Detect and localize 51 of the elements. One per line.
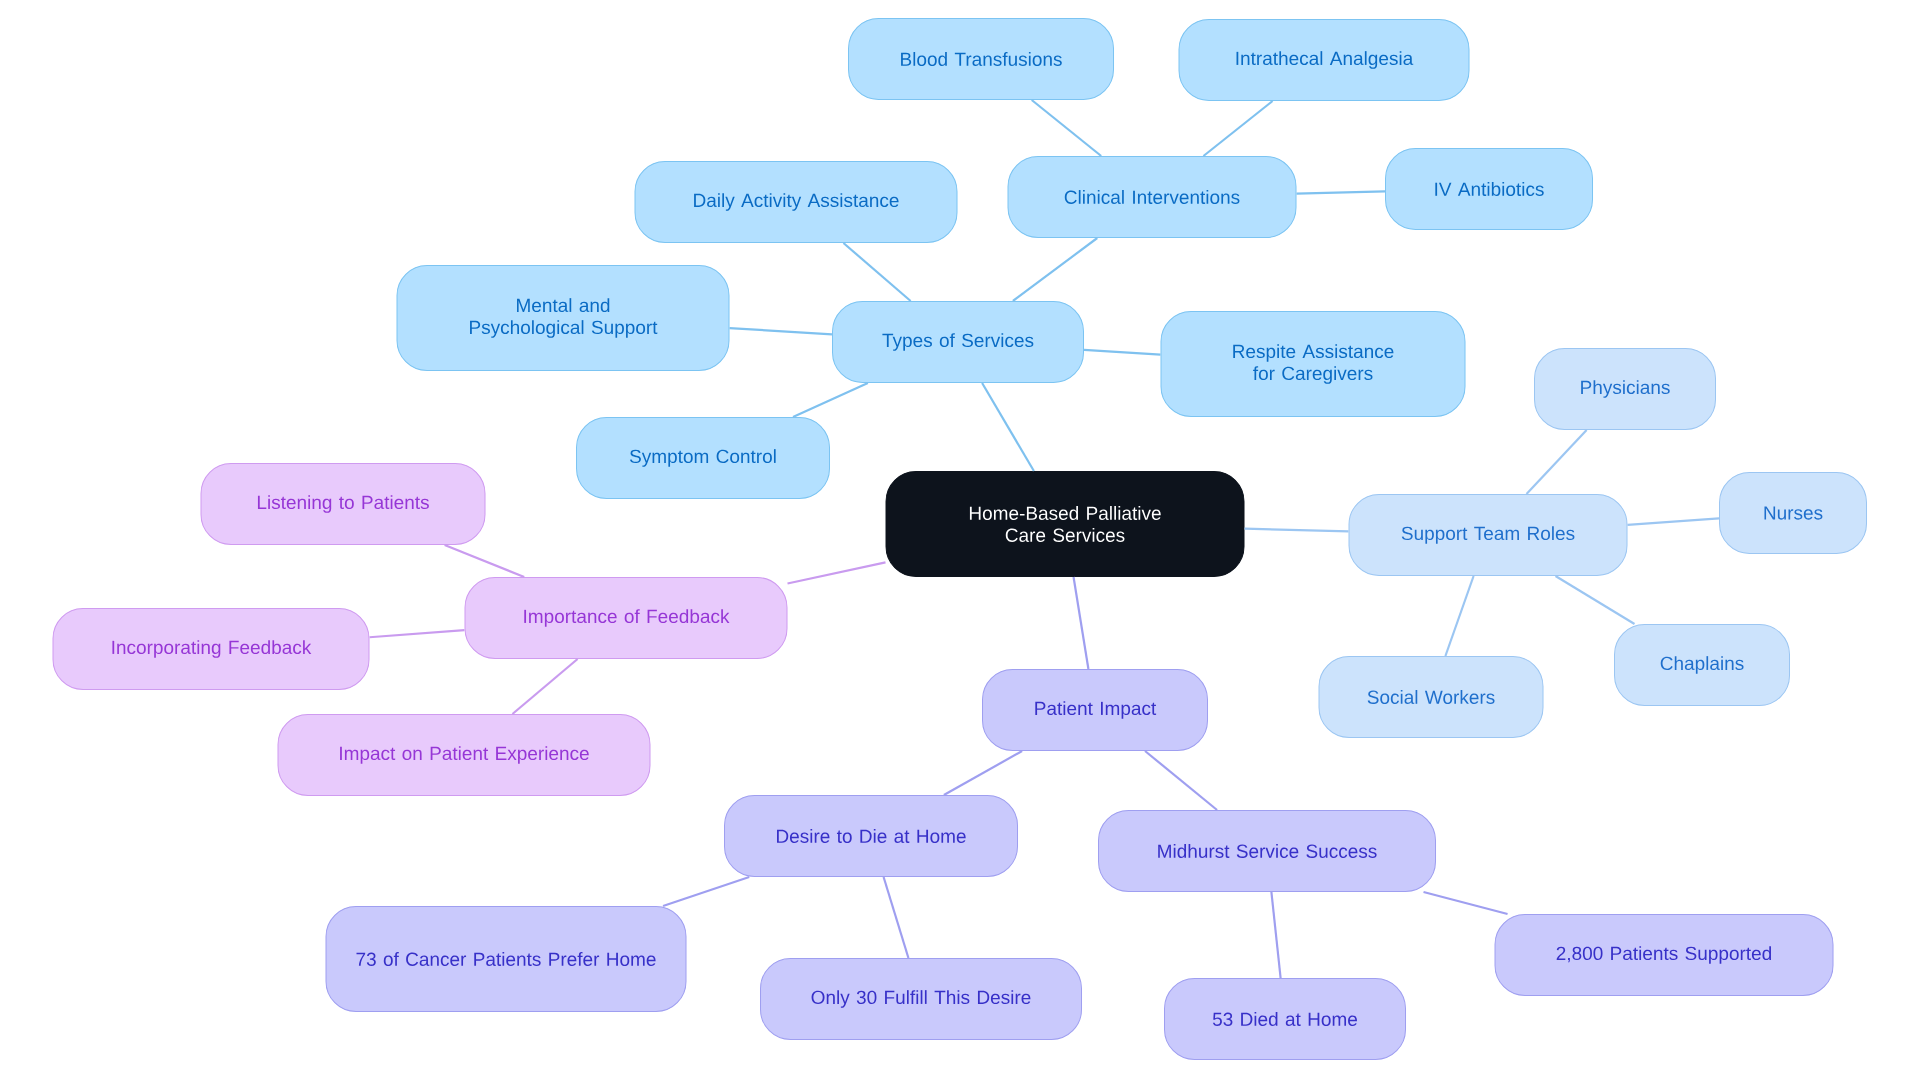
- topic-pill: Clinical Interventions: [1007, 156, 1297, 238]
- connector-line: [1444, 575, 1475, 657]
- connector-line: [1144, 750, 1218, 811]
- topic-pill: 73 of Cancer Patients Prefer Home: [325, 906, 687, 1012]
- topic-pill: Mental and Psychological Support: [396, 265, 730, 371]
- connector-line: [1423, 890, 1508, 916]
- connector-line: [981, 382, 1035, 472]
- connector-line: [842, 242, 912, 302]
- connector-line: [882, 876, 910, 959]
- connector-line: [444, 543, 525, 579]
- connector-line: [1525, 429, 1588, 495]
- topic-pill: Desire to Die at Home: [724, 795, 1018, 877]
- connector-line: [1031, 99, 1102, 157]
- topic-pill: 53 Died at Home: [1164, 978, 1406, 1060]
- topic-pill: 2,800 Patients Supported: [1494, 914, 1834, 996]
- topic-pill: Listening to Patients: [200, 463, 486, 545]
- connector-line: [662, 875, 750, 908]
- topic-pill: Patient Impact: [982, 669, 1208, 751]
- topic-pill: Social Workers: [1318, 656, 1544, 738]
- topic-pill: IV Antibiotics: [1385, 148, 1593, 230]
- connector-line: [729, 326, 833, 336]
- connector-line: [1627, 517, 1720, 527]
- connector-line: [1012, 237, 1098, 302]
- connector-line: [1554, 575, 1636, 625]
- connector-line: [511, 658, 579, 715]
- connector-line: [369, 629, 465, 639]
- connector-line: [943, 750, 1023, 796]
- topic-pill: Physicians: [1534, 348, 1716, 430]
- connector-line: [792, 382, 869, 418]
- connector-line: [1202, 100, 1274, 157]
- topic-pill: Intrathecal Analgesia: [1178, 19, 1470, 101]
- topic-pill: Daily Activity Assistance: [634, 161, 958, 243]
- topic-pill: Chaplains: [1614, 624, 1790, 706]
- topic-pill: Types of Services: [832, 301, 1084, 383]
- topic-pill: Nurses: [1719, 472, 1867, 554]
- topic-box: Home-Based Palliative Care Services: [885, 471, 1245, 577]
- topic-pill: Respite Assistance for Caregivers: [1160, 311, 1466, 417]
- topic-pill: Importance of Feedback: [464, 577, 788, 659]
- topic-pill: Symptom Control: [576, 417, 830, 499]
- connector-line: [1270, 891, 1282, 979]
- connector-line: [1296, 190, 1386, 195]
- topic-pill: Midhurst Service Success: [1098, 810, 1436, 892]
- topic-pill: Impact on Patient Experience: [277, 714, 651, 796]
- connector-line: [1083, 348, 1161, 356]
- topic-pill: Support Team Roles: [1348, 494, 1628, 576]
- topic-pill: Only 30 Fulfill This Desire: [760, 958, 1082, 1040]
- topic-pill: Blood Transfusions: [848, 18, 1114, 100]
- connector-line: [1244, 527, 1349, 533]
- connector-line: [1072, 576, 1090, 670]
- connector-line: [787, 561, 886, 585]
- topic-pill: Incorporating Feedback: [52, 608, 370, 690]
